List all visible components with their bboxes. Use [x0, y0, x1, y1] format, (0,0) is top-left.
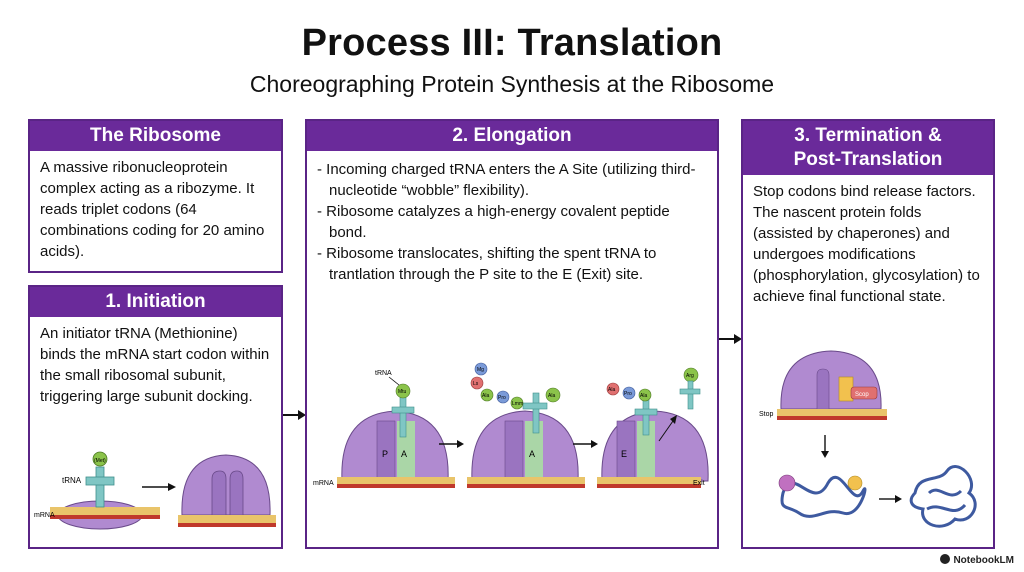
elongation-stage-3: Ala Pro Ala Arg E Exit [597, 367, 709, 488]
initiation-step-arrowhead [168, 483, 176, 491]
assembled-ribosome-icon [178, 454, 276, 527]
mrna-strand-left [50, 515, 160, 519]
release-factor [850, 386, 878, 400]
elongation-panel-heading: 2. Elongation [307, 121, 717, 151]
stage3-exit-label: Exit [693, 480, 705, 487]
stage1-mrna-label: mRNA [313, 480, 334, 487]
stage3-e-site-label: E [621, 449, 627, 459]
initiation-panel-text: An initiator tRNA (Methionine) binds the… [40, 325, 270, 405]
ribosome-panel-text: A massive ribonucleoprotein complex acti… [40, 159, 265, 260]
stage3-amino-label-4: Arg [686, 373, 694, 379]
elongation-bullet-2: - Ribosome catalyzes a high-energy coval… [317, 203, 670, 241]
initiation-figure: (Met) tRNA mRNA [34, 451, 276, 530]
stage1-amino-label: Mtu [398, 389, 407, 395]
elongation-bullet-3: - Ribosome translocates, shifting the sp… [317, 245, 657, 283]
termination-text-line-2: The nascent protein folds (assisted by c… [753, 204, 980, 305]
branding-text: NotebookLM [953, 555, 1014, 566]
stage2-a-site-label: A [529, 449, 535, 459]
initiation-panel-heading: 1. Initiation [30, 287, 281, 317]
termination-heading-line-1: 3. Termination & [794, 125, 942, 146]
elongation-figure: Mtu tRNA P A mRNA Mg Ls Ala [313, 362, 709, 488]
termination-heading-line-2: Post-Translation [793, 149, 943, 170]
initiation-mrna-label: mRNA [34, 512, 55, 519]
elongation-bullet-list: - Incoming charged tRNA enters the A Sit… [307, 151, 717, 285]
folded-protein-icon [909, 465, 977, 528]
initiator-trna-icon [85, 451, 115, 508]
stage2-amino-label-4: Pro [498, 395, 506, 401]
page-title: Process III: Translation [301, 22, 723, 64]
stage2-amino-label-6: Ala [548, 393, 555, 399]
termination-panel-text: Stop codons bind release factors. The na… [743, 175, 993, 307]
stage2-amino-label-2: Ls [473, 381, 479, 387]
elongation-panel: 2. Elongation - Incoming charged tRNA en… [305, 119, 719, 549]
mrna-codons-left [50, 507, 160, 515]
elongation-stage-2: Mg Ls Ala Pro Lmm Ala A [467, 362, 585, 488]
initiation-trna-label: tRNA [62, 476, 82, 485]
stage3-amino-label-1: Ala [608, 387, 615, 393]
terminating-ribosome-icon [777, 350, 887, 420]
initiation-panel: 1. Initiation An initiator tRNA (Methion… [28, 285, 283, 549]
stage3-amino-label-3: Ala [640, 393, 647, 399]
stage2-amino-label-5: Lmm [512, 401, 523, 407]
elongation-stage-1: Mtu tRNA P A mRNA [313, 370, 455, 488]
arrow-to-termination [719, 334, 742, 344]
notebooklm-branding: NotebookLM [940, 554, 1014, 566]
stage2-amino-label-3: Ala [482, 393, 489, 399]
initiation-amino-label: (Met) [94, 458, 106, 464]
stage1-trna-label: tRNA [375, 370, 392, 377]
stage1-a-site-label: A [401, 449, 407, 459]
termination-figure: Scop Stop [759, 350, 977, 528]
termination-panel-heading: 3. Termination & Post-Translation [743, 121, 993, 175]
stage2-amino-label-1: Mg [477, 367, 484, 373]
stage3-amino-label-2: Pro [624, 391, 632, 397]
elongation-bullet-1: - Incoming charged tRNA enters the A Sit… [317, 161, 696, 199]
arrow-to-elongation [283, 410, 306, 420]
stop-codon-label: Stop [759, 411, 774, 418]
ribosome-panel: The Ribosome A massive ribonucleoprotein… [28, 119, 283, 273]
notebooklm-logo-icon [940, 554, 951, 564]
page-subtitle: Choreographing Protein Synthesis at the … [249, 71, 775, 97]
stage1-p-site-label: P [382, 449, 388, 459]
ribosome-panel-heading: The Ribosome [30, 121, 281, 151]
release-factor-label: Scop [855, 392, 869, 398]
folding-protein-icon [778, 474, 867, 518]
termination-text-line-1: Stop codons bind release factors. [753, 183, 976, 200]
termination-panel: 3. Termination & Post-Translation Stop c… [741, 119, 995, 549]
